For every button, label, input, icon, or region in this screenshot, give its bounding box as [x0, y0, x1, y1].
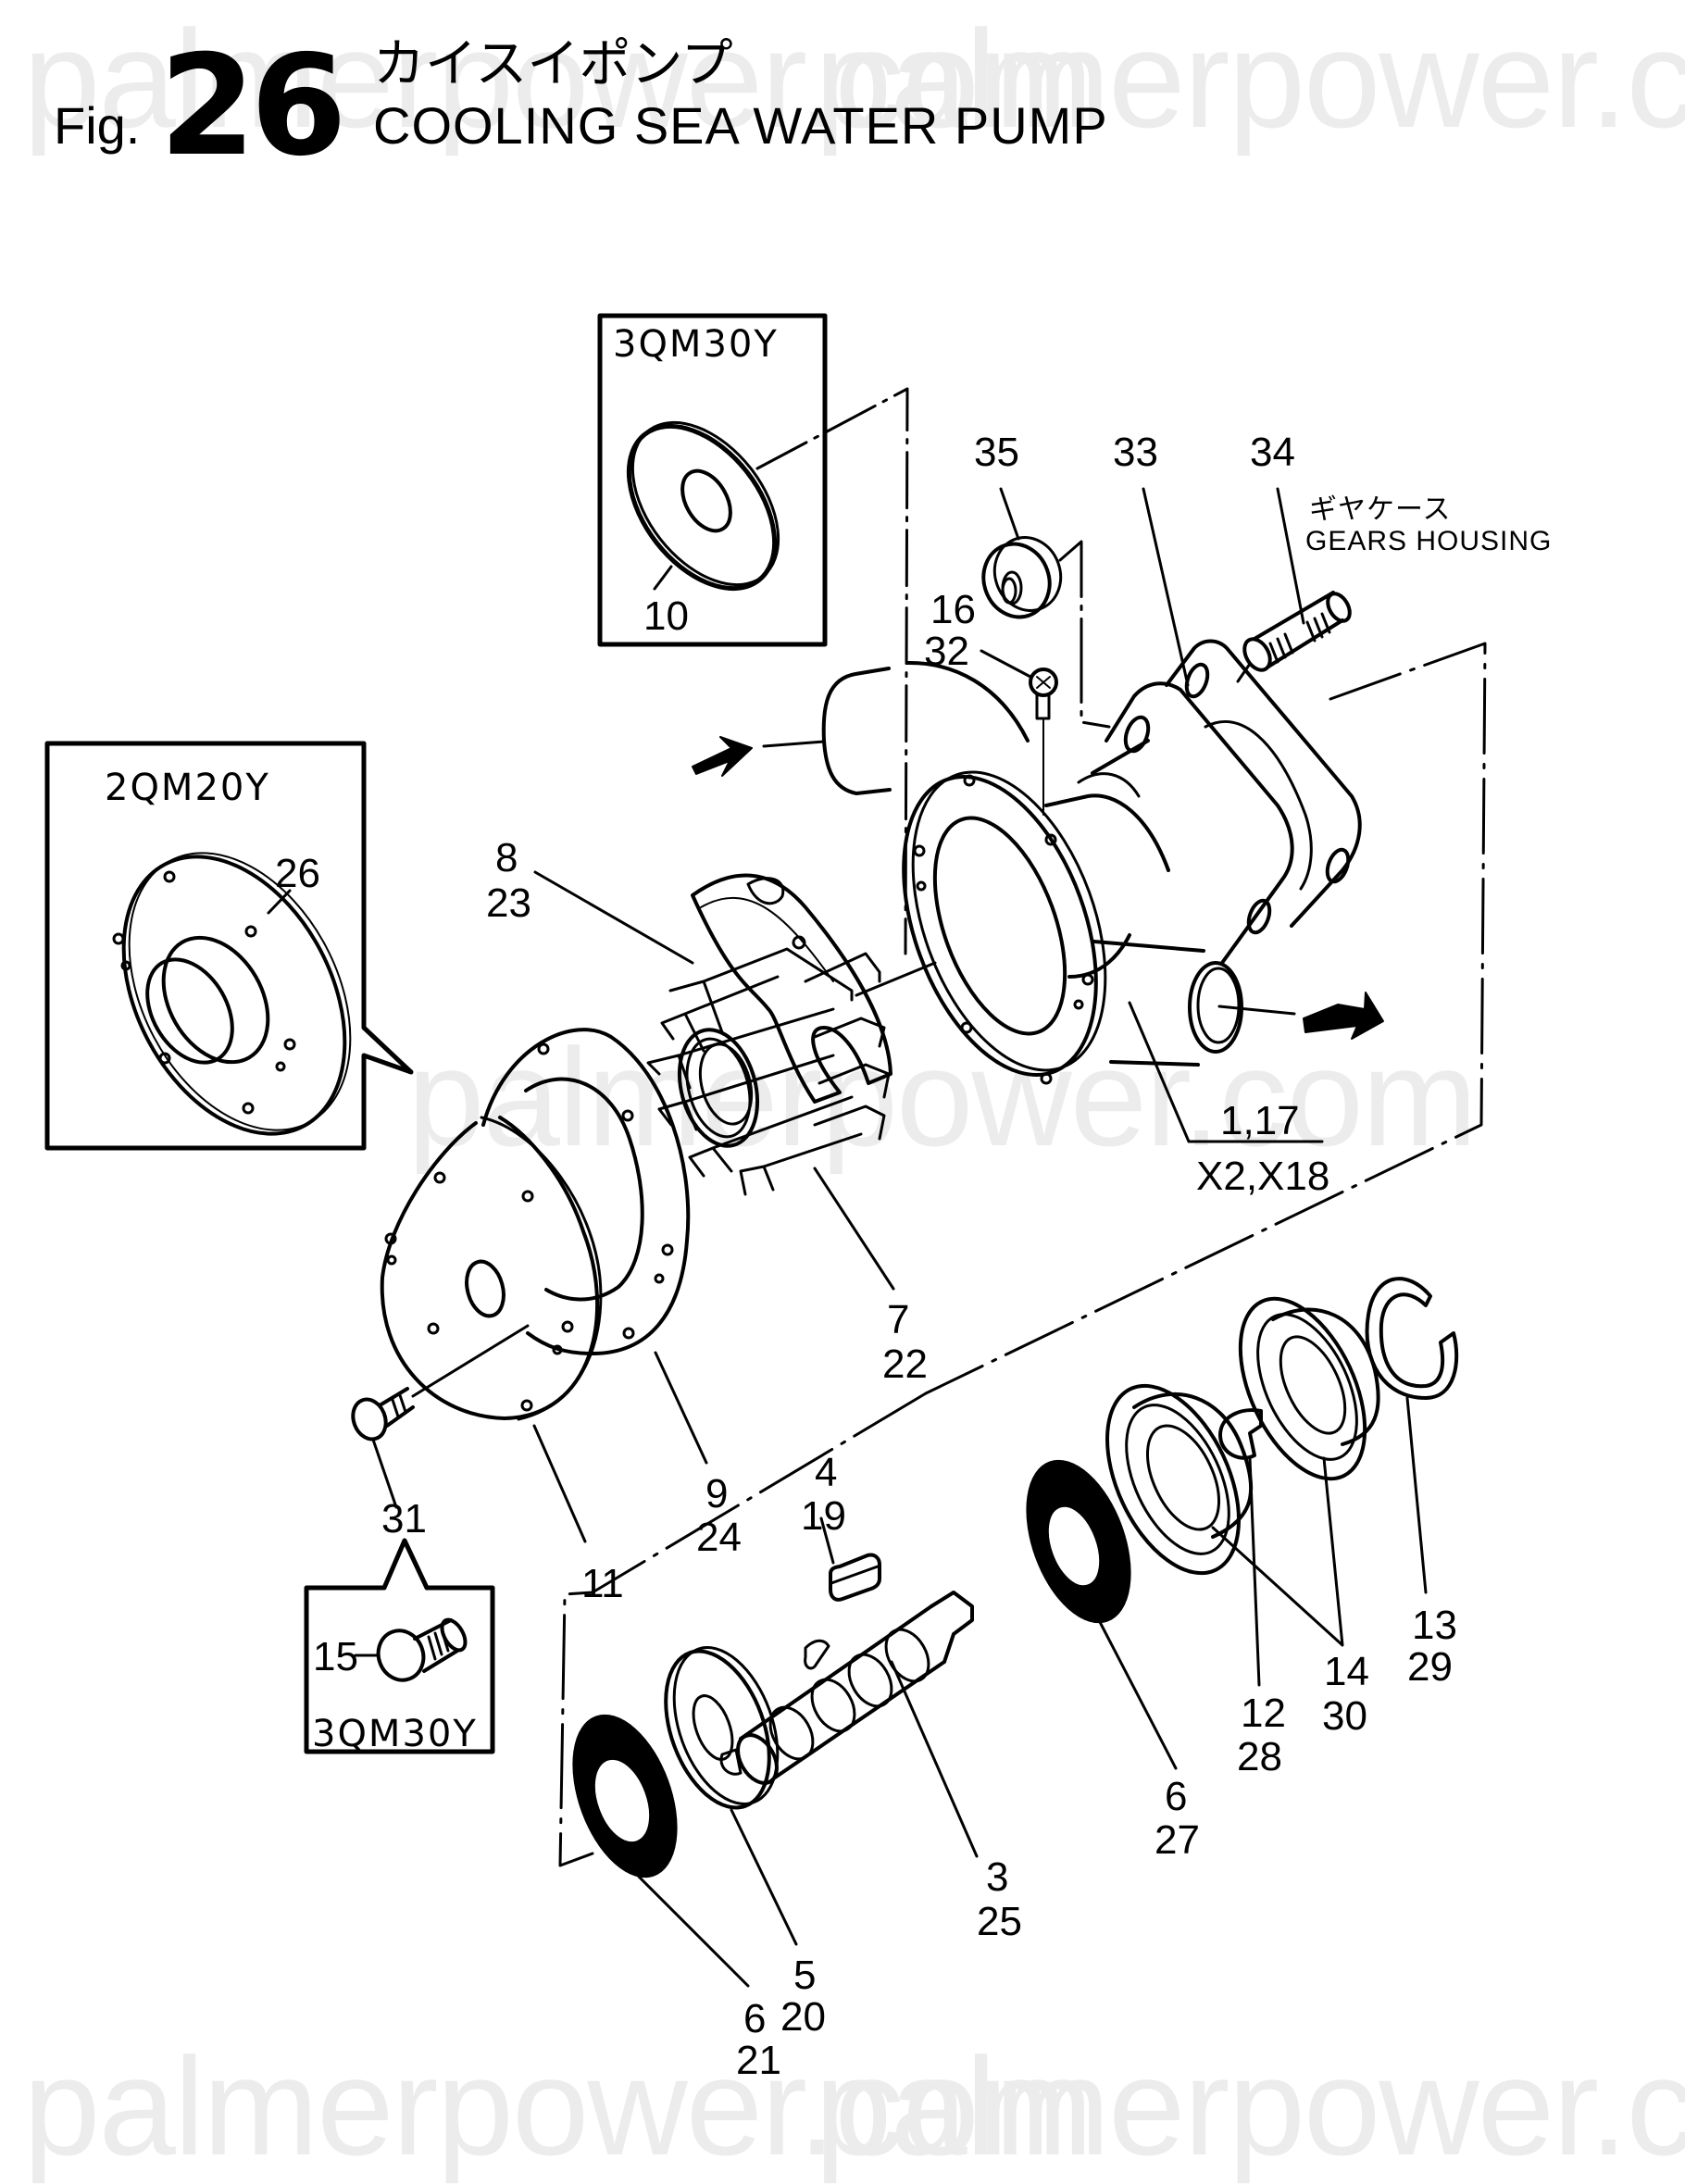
part-label-11: 11	[581, 1561, 624, 1606]
part-label-20: 20	[780, 1994, 826, 2040]
part-label-13: 13	[1412, 1603, 1457, 1648]
part-label-1-17: 1,17	[1220, 1098, 1300, 1143]
inset-box-3qm30y-top: 3QM30Y 10	[597, 313, 828, 647]
screw-part-31	[351, 1324, 530, 1509]
nut-part-35	[981, 536, 1063, 619]
part-label-29: 29	[1407, 1644, 1453, 1690]
oil-seal-part-6-left	[572, 1714, 678, 1878]
part-label-33: 33	[1113, 430, 1158, 475]
impeller-part-7	[646, 947, 891, 1196]
pump-housing-part-1	[902, 639, 1362, 1085]
part-label-12: 12	[1241, 1691, 1286, 1736]
cover-plate-part-11	[380, 1116, 603, 1421]
inlet-arrow-icon	[692, 736, 753, 777]
watermark-middle: palmerpower.com	[407, 1019, 1478, 1175]
part-label-19: 19	[801, 1493, 846, 1539]
inset-box-2qm20y-label: 2QM20Y	[105, 767, 270, 809]
gears-housing-label-japanese: ギヤケース	[1309, 494, 1452, 525]
inset-box-3qm30y-bottom: 3QM30Y 15	[304, 1538, 495, 1755]
watermark-bottom: palmerpower.com	[23, 2028, 1093, 2184]
circlip-part-12	[1218, 1408, 1263, 1460]
part-label-x2-x18: X2,X18	[1196, 1154, 1329, 1199]
figure-title-japanese: カイスイポンプ	[373, 34, 733, 94]
part-label-25: 25	[977, 1899, 1022, 1944]
washer-part-5	[664, 1646, 780, 1810]
part-label-14: 14	[1324, 1649, 1369, 1694]
bearing-part-14-rear	[1238, 1296, 1380, 1481]
stud-part-34	[1236, 591, 1352, 683]
part-label-27: 27	[1155, 1817, 1200, 1863]
washer-part-10	[626, 420, 780, 592]
watermark-top: palmerpower.com	[23, 1, 1093, 156]
part-label-23: 23	[486, 880, 531, 926]
cam-plate-part-8	[691, 873, 892, 1104]
part-label-5: 5	[793, 1953, 816, 1998]
oil-seal-part-6-right	[1026, 1459, 1131, 1624]
part-label-15: 15	[313, 1634, 358, 1679]
part-label-35: 35	[974, 430, 1019, 475]
part-label-6-left: 6	[743, 1996, 766, 2041]
outlet-arrow-icon	[1303, 992, 1384, 1040]
part-label-26: 26	[275, 851, 320, 896]
cover-plate-part-26	[112, 852, 352, 1136]
watermark-bottom-2: palmerpower.com	[815, 2028, 1685, 2184]
key-part-4	[829, 1553, 881, 1602]
watermark-top-2: palmerpower.com	[815, 1, 1685, 156]
figure-prefix: Fig.	[54, 96, 141, 155]
part-label-32: 32	[924, 629, 969, 674]
part-label-4: 4	[815, 1450, 837, 1495]
part-label-21: 21	[736, 2038, 781, 2083]
part-label-24: 24	[696, 1515, 742, 1560]
inset-box-3qm30y-bottom-label: 3QM30Y	[312, 1713, 478, 1755]
inset-box-2qm20y: 2QM20Y 26	[44, 741, 414, 1151]
inset-box-3qm30y-top-label: 3QM30Y	[613, 323, 779, 366]
part-label-9: 9	[705, 1471, 728, 1516]
bolt-part-15	[376, 1617, 468, 1682]
part-label-30: 30	[1322, 1693, 1367, 1739]
screw-part-16	[1029, 668, 1058, 816]
snap-ring-part-13	[1365, 1277, 1459, 1400]
gasket-part-9	[481, 1028, 691, 1355]
part-label-3: 3	[986, 1854, 1008, 1900]
part-label-7: 7	[887, 1297, 909, 1342]
part-label-10: 10	[643, 593, 689, 639]
figure-title: COOLING SEA WATER PUMP	[373, 96, 1108, 155]
part-label-16: 16	[930, 587, 976, 632]
part-label-34: 34	[1250, 430, 1295, 475]
figure-number: 26	[159, 26, 347, 187]
part-label-31: 31	[381, 1496, 427, 1541]
bearing-part-14-front	[1105, 1383, 1254, 1576]
part-label-22: 22	[882, 1342, 928, 1387]
part-label-8: 8	[495, 835, 518, 880]
part-label-28: 28	[1237, 1734, 1282, 1779]
gears-housing-label: GEARS HOUSING	[1305, 526, 1552, 556]
part-label-6-right: 6	[1165, 1774, 1187, 1819]
